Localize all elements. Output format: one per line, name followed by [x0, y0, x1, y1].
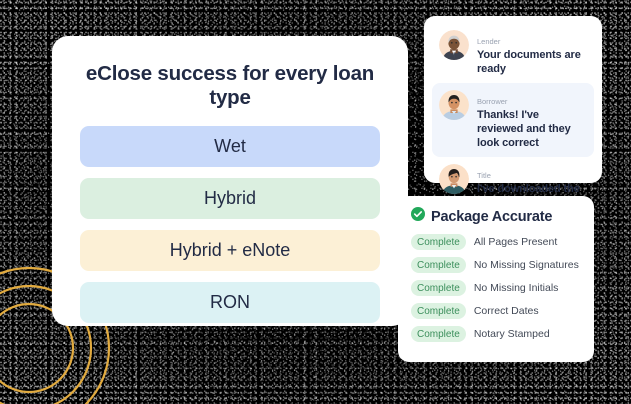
loan-type-label: RON [210, 292, 250, 312]
loan-type-item-ron[interactable]: RON [80, 282, 380, 323]
chat-message-text: Thanks! I've reviewed and they look corr… [477, 109, 571, 149]
chat-role-label: Title [477, 171, 491, 181]
gold-arcs-decoration [0, 266, 111, 404]
chat-message-text: Your documents are ready [477, 49, 581, 75]
loan-type-label: Wet [214, 136, 246, 156]
green-check-circle-icon [411, 207, 425, 226]
loan-type-item-hybrid-enote[interactable]: Hybrid + eNote [80, 230, 380, 271]
package-item-label: No Missing Initials [473, 282, 559, 294]
package-header: Package Accurate [411, 207, 582, 226]
loan-type-card: eClose success for every loan type Wet H… [52, 36, 408, 326]
package-item-row: Complete Correct Dates [411, 303, 582, 319]
package-item-row: Complete No Missing Signatures [411, 257, 582, 273]
status-badge: Complete [411, 303, 466, 319]
package-item-row: Complete Notary Stamped [411, 326, 582, 342]
lender-avatar [439, 30, 469, 60]
status-badge: Complete [411, 280, 466, 296]
loan-type-label: Hybrid + eNote [169, 240, 291, 260]
status-badge: Complete [411, 326, 466, 342]
chat-message-lender[interactable]: Lender Your documents are ready [432, 23, 594, 83]
loan-type-item-wet[interactable]: Wet [80, 126, 380, 167]
package-item-label: Correct Dates [473, 305, 539, 317]
package-item-row: Complete All Pages Present [411, 234, 582, 250]
package-item-label: Notary Stamped [473, 328, 550, 340]
chat-message-borrower[interactable]: Borrower Thanks! I've reviewed and they … [432, 83, 594, 158]
package-accurate-card: Package Accurate Complete All Pages Pres… [398, 196, 594, 362]
package-item-label: All Pages Present [473, 236, 558, 248]
chat-role-label: Borrower [477, 97, 508, 107]
status-badge: Complete [411, 234, 466, 250]
loan-type-label: Hybrid [203, 188, 256, 208]
status-badge: Complete [411, 257, 466, 273]
package-item-label: No Missing Signatures [473, 259, 579, 271]
chat-role-label: Lender [477, 37, 501, 46]
title-avatar [439, 164, 469, 195]
package-title: Package Accurate [431, 208, 553, 225]
chat-messages-card: Lender Your documents are ready Borrowe [424, 16, 602, 209]
package-item-row: Complete No Missing Initials [411, 280, 582, 296]
loan-type-list: Wet Hybrid Hybrid + eNote RON [80, 126, 380, 323]
borrower-avatar [439, 90, 469, 121]
loan-type-item-hybrid[interactable]: Hybrid [80, 178, 380, 219]
page-title: eClose success for every loan type [85, 62, 375, 109]
